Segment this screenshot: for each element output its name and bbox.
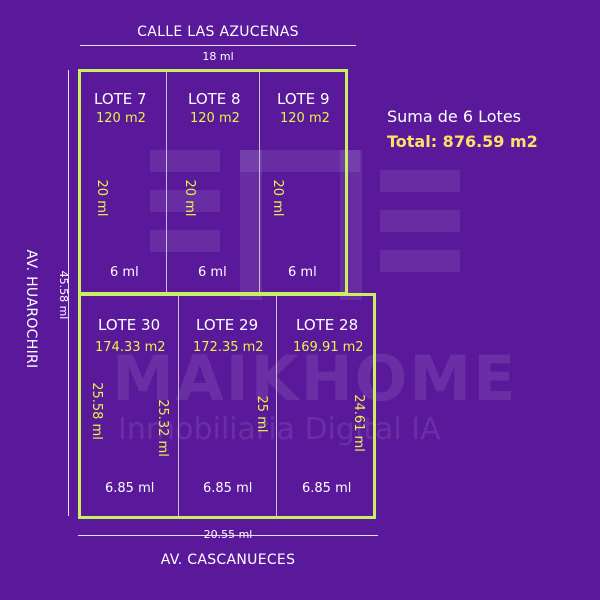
lot-29-front: 6.85 ml	[203, 481, 253, 496]
lot-30-area: 174.33 m2	[95, 340, 166, 355]
lot-7-area: 120 m2	[96, 111, 146, 126]
lot-9-depth: 20 ml	[270, 179, 285, 217]
lot-divider	[259, 72, 260, 292]
watermark-logo-icon	[140, 150, 470, 310]
street-left: AV. HUAROCHIRI	[23, 249, 39, 369]
lot-divider	[166, 72, 167, 292]
lot-29-area: 172.35 m2	[193, 340, 264, 355]
lot-7-front: 6 ml	[110, 265, 139, 280]
lot-29-depth-right: 25 ml	[254, 395, 269, 433]
lot-28-area: 169.91 m2	[293, 340, 364, 355]
block-bottom	[78, 293, 376, 519]
lot-7-depth: 20 ml	[94, 179, 109, 217]
lot-30-name: LOTE 30	[98, 316, 161, 334]
lot-9-area: 120 m2	[280, 111, 330, 126]
summary-total: Total: 876.59 m2	[387, 132, 538, 151]
summary-title: Suma de 6 Lotes	[387, 107, 521, 126]
lot-divider	[178, 296, 179, 516]
dimension-top: 18 ml	[202, 50, 234, 63]
lot-8-area: 120 m2	[190, 111, 240, 126]
lot-30-depth-left: 25.58 ml	[89, 382, 104, 440]
watermark-brand: MAIKHOME	[112, 342, 518, 415]
dimension-line-bottom	[78, 535, 378, 536]
lot-9-name: LOTE 9	[277, 90, 330, 108]
dimension-left: 45.58 ml	[57, 270, 70, 320]
lot-7-name: LOTE 7	[94, 90, 147, 108]
lot-8-name: LOTE 8	[188, 90, 241, 108]
lot-29-name: LOTE 29	[196, 316, 259, 334]
lot-28-name: LOTE 28	[296, 316, 359, 334]
dimension-line-left	[68, 70, 69, 516]
dimension-bottom: 20.55 ml	[203, 528, 253, 541]
watermark-tagline: Inmobiliaria Digital IA	[118, 412, 441, 447]
lot-8-depth: 20 ml	[182, 179, 197, 217]
lot-28-depth-right: 24.61 ml	[351, 394, 366, 452]
lot-divider	[276, 296, 277, 516]
lot-8-front: 6 ml	[198, 265, 227, 280]
lot-28-front: 6.85 ml	[302, 481, 352, 496]
street-top: CALLE LAS AZUCENAS	[137, 24, 299, 40]
dimension-line-top	[80, 45, 356, 46]
lot-30-depth-right: 25.32 ml	[155, 399, 170, 457]
street-bottom: AV. CASCANUECES	[160, 552, 296, 568]
lot-30-front: 6.85 ml	[105, 481, 155, 496]
lot-9-front: 6 ml	[288, 265, 317, 280]
